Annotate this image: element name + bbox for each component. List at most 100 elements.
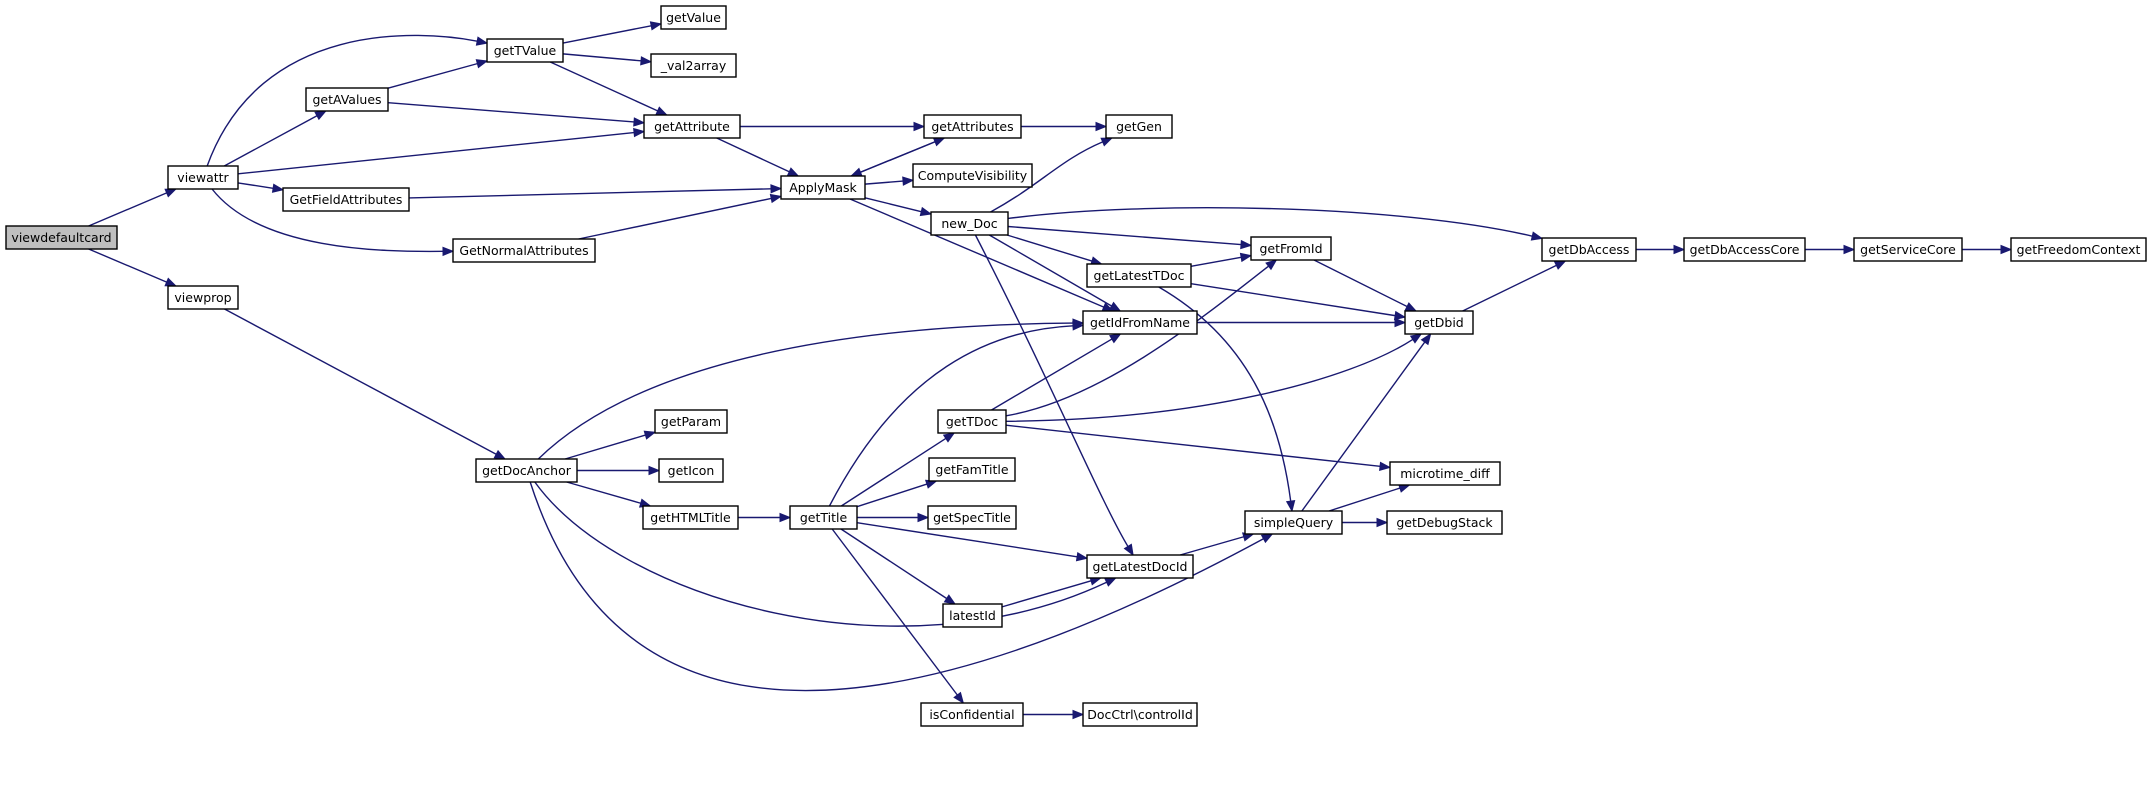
arrowhead-icon bbox=[1553, 260, 1567, 270]
edge-line bbox=[974, 234, 1129, 547]
node-controlId[interactable]: DocCtrl\controlId bbox=[1082, 702, 1198, 727]
node-getFromId[interactable]: getFromId bbox=[1250, 236, 1332, 261]
edge-line bbox=[840, 528, 948, 600]
node-box bbox=[1250, 236, 1332, 261]
node-label: getTitle bbox=[800, 510, 848, 525]
node-getAttribute[interactable]: getAttribute bbox=[643, 114, 741, 139]
node-getDbAccess[interactable]: getDbAccess bbox=[1541, 237, 1637, 262]
edge-line bbox=[1190, 282, 1396, 317]
edge-line bbox=[562, 25, 652, 44]
edge-line bbox=[840, 437, 947, 507]
node-ComputeVisibility[interactable]: ComputeVisibility bbox=[912, 163, 1033, 188]
node-isConfidential[interactable]: isConfidential bbox=[920, 702, 1024, 727]
arrowhead-icon bbox=[643, 430, 657, 440]
arrowhead-icon bbox=[942, 432, 956, 443]
edge-getDocAnchor-to-getParam bbox=[564, 430, 657, 460]
node-getFreedomContext[interactable]: getFreedomContext bbox=[2010, 237, 2147, 262]
edge-new_Doc-to-getIdFromName bbox=[988, 234, 1122, 312]
node-getIdFromName[interactable]: getIdFromName bbox=[1082, 310, 1198, 335]
edge-getLatestTDoc-to-getDbid bbox=[1190, 282, 1407, 321]
arrowhead-icon bbox=[648, 465, 661, 476]
node-getFamTitle[interactable]: getFamTitle bbox=[928, 457, 1016, 482]
edge-line bbox=[864, 197, 922, 213]
edge-GetFieldAttributes-to-ApplyMask bbox=[408, 184, 783, 199]
edge-getDocAnchor-to-getLatestDocId bbox=[534, 481, 1117, 627]
edge-line bbox=[1005, 265, 1269, 417]
node-label: viewdefaultcard bbox=[11, 230, 111, 245]
node-GetNormalAttributes[interactable]: GetNormalAttributes bbox=[452, 238, 596, 263]
node-getServiceCore[interactable]: getServiceCore bbox=[1853, 237, 1963, 262]
arrowhead-icon bbox=[1393, 310, 1407, 321]
edge-viewprop-to-getDocAnchor bbox=[224, 308, 507, 460]
node-getLatestTDoc[interactable]: getLatestTDoc bbox=[1086, 263, 1192, 288]
edge-simpleQuery-to-getDbid bbox=[1301, 332, 1432, 512]
edge-line bbox=[864, 180, 904, 185]
node-getTValue[interactable]: getTValue bbox=[486, 38, 564, 63]
node-val2array[interactable]: _val2array bbox=[650, 53, 737, 78]
arrowhead-icon bbox=[1072, 709, 1085, 720]
arrowhead-icon bbox=[786, 167, 800, 177]
edge-line bbox=[224, 308, 497, 455]
node-ApplyMask[interactable]: ApplyMask bbox=[780, 175, 866, 200]
node-label: getDbAccessCore bbox=[1690, 242, 1800, 257]
edge-getTDoc-to-getDbid bbox=[1005, 333, 1423, 422]
node-simpleQuery[interactable]: simpleQuery bbox=[1244, 510, 1343, 535]
arrowhead-icon bbox=[913, 121, 926, 132]
edge-line bbox=[1005, 338, 1414, 422]
arrowhead-icon bbox=[1104, 577, 1117, 587]
arrowhead-icon bbox=[1109, 333, 1122, 344]
node-getGen[interactable]: getGen bbox=[1105, 114, 1173, 139]
arrowhead-icon bbox=[1265, 259, 1278, 271]
node-label: simpleQuery bbox=[1254, 515, 1334, 530]
node-getDbid[interactable]: getDbid bbox=[1404, 310, 1474, 335]
arrowhead-icon bbox=[1075, 552, 1089, 562]
node-viewdefaultcard[interactable]: viewdefaultcard bbox=[5, 225, 118, 250]
node-box bbox=[927, 505, 1017, 530]
node-getIcon[interactable]: getIcon bbox=[658, 458, 724, 483]
node-microtime_diff[interactable]: microtime_diff bbox=[1389, 461, 1501, 486]
edge-getIdFromName-to-getDbid bbox=[1197, 317, 1407, 328]
edge-line bbox=[88, 192, 167, 227]
edge-line bbox=[1313, 259, 1408, 308]
node-getAValues[interactable]: getAValues bbox=[305, 87, 389, 112]
node-getTDoc[interactable]: getTDoc bbox=[937, 409, 1007, 434]
node-latestId[interactable]: latestId bbox=[942, 603, 1003, 628]
arrowhead-icon bbox=[164, 277, 178, 287]
arrowhead-icon bbox=[1420, 332, 1432, 346]
node-box bbox=[642, 505, 739, 530]
edge-line bbox=[549, 61, 658, 112]
arrowhead-icon bbox=[633, 117, 646, 127]
node-box bbox=[1244, 510, 1343, 535]
node-box bbox=[928, 457, 1016, 482]
node-getDocAnchor[interactable]: getDocAnchor bbox=[475, 458, 578, 483]
node-getAttributes[interactable]: getAttributes bbox=[923, 114, 1022, 139]
edge-line bbox=[88, 248, 167, 283]
edge-line bbox=[537, 322, 1074, 460]
node-label: getGen bbox=[1116, 119, 1162, 134]
node-getDebugStack[interactable]: getDebugStack bbox=[1386, 510, 1503, 535]
node-getLatestDocId[interactable]: getLatestDocId bbox=[1086, 554, 1194, 579]
node-label: viewattr bbox=[177, 170, 229, 185]
node-label: getAttributes bbox=[931, 119, 1013, 134]
node-viewattr[interactable]: viewattr bbox=[167, 165, 239, 190]
node-getHTMLTitle[interactable]: getHTMLTitle bbox=[642, 505, 739, 530]
edge-line bbox=[387, 102, 635, 123]
node-getSpecTitle[interactable]: getSpecTitle bbox=[927, 505, 1017, 530]
node-label: microtime_diff bbox=[1400, 466, 1490, 481]
edge-getTitle-to-getTDoc bbox=[840, 432, 956, 507]
edge-line bbox=[211, 188, 444, 253]
node-getTitle[interactable]: getTitle bbox=[789, 505, 858, 530]
node-getDbAccessCore[interactable]: getDbAccessCore bbox=[1683, 237, 1806, 262]
arrowhead-icon bbox=[1530, 231, 1544, 241]
node-getParam[interactable]: getParam bbox=[654, 409, 728, 434]
node-getValue[interactable]: getValue bbox=[660, 5, 727, 30]
edge-line bbox=[991, 338, 1113, 411]
node-box bbox=[305, 87, 389, 112]
node-new_Doc[interactable]: new_Doc bbox=[930, 211, 1009, 236]
node-box bbox=[167, 165, 239, 190]
node-label: _val2array bbox=[660, 58, 727, 73]
node-GetFieldAttributes[interactable]: GetFieldAttributes bbox=[282, 187, 410, 212]
edge-line bbox=[206, 34, 478, 167]
node-viewprop[interactable]: viewprop bbox=[167, 285, 239, 310]
